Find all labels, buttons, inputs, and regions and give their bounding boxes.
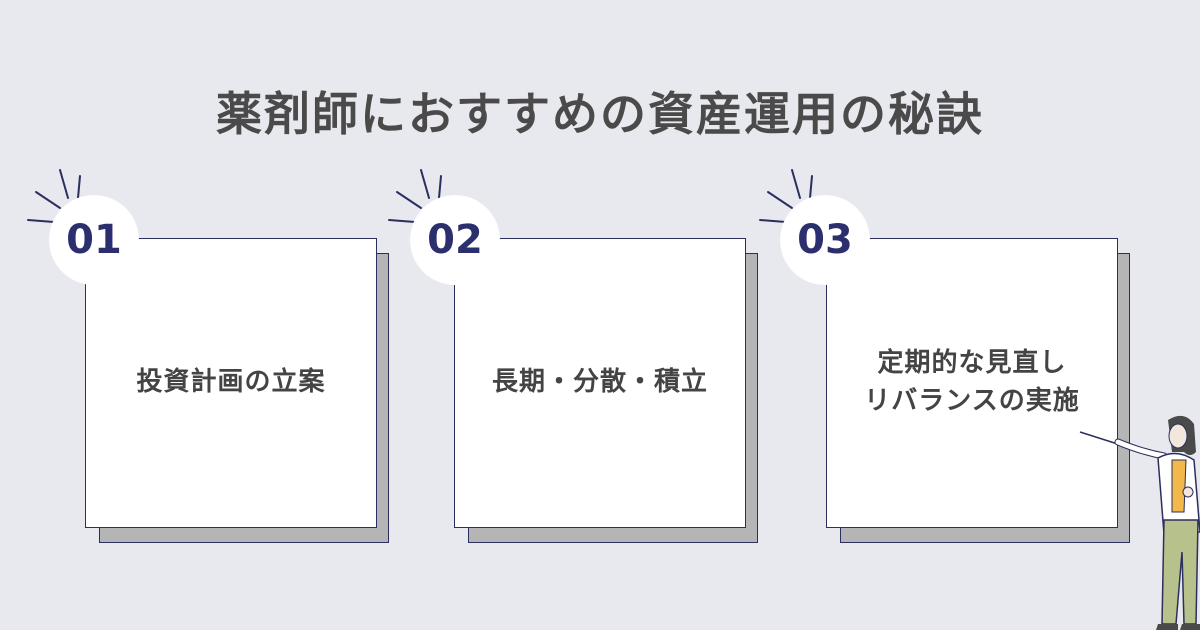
step-number-badge: 01 [49, 195, 139, 285]
tip-card-2: 長期・分散・積立 [454, 238, 758, 543]
card-body: 定期的な見直し リバランスの実施 [826, 238, 1118, 528]
card-body: 長期・分散・積立 [454, 238, 746, 528]
tip-card-1: 投資計画の立案 [85, 238, 389, 543]
pointing-woman-illustration [1079, 415, 1200, 630]
sparkle-rays-icon [759, 169, 813, 223]
page-title: 薬剤師におすすめの資産運用の秘訣 [216, 87, 984, 141]
card-body: 投資計画の立案 [85, 238, 377, 528]
card-text-line: 定期的な見直し [877, 348, 1067, 379]
card-text-line: リバランスの実施 [864, 386, 1080, 416]
sparkle-rays-icon [27, 169, 81, 223]
step-number-badge: 03 [780, 195, 870, 285]
sparkle-rays-icon [388, 169, 442, 223]
card-text-line: 投資計画の立案 [136, 367, 326, 398]
card-text-line: 長期・分散・積立 [491, 367, 708, 398]
tip-card-3: 定期的な見直し リバランスの実施 [826, 238, 1130, 543]
step-number-badge: 02 [410, 195, 500, 285]
